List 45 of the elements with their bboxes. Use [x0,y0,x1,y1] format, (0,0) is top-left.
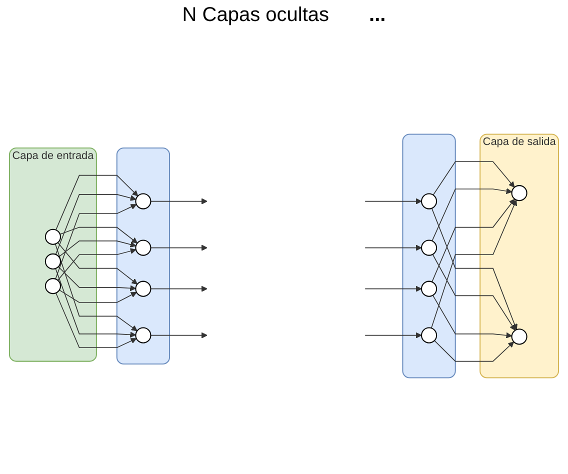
arrow [55,268,136,338]
node-circle [44,253,61,270]
node-circle [44,228,61,245]
arrow [364,244,422,251]
node-circle [511,185,528,202]
cluster [402,134,456,378]
node-circle [135,327,152,344]
arrow [57,248,136,281]
cluster: Capa de entrada [8,147,97,362]
group-label: N Capas ocultas [182,4,330,27]
node-circle [421,280,438,297]
arrow [58,240,136,258]
arrow [56,174,138,230]
arrow [55,194,136,255]
node-circle [135,193,152,210]
arrow [150,286,208,292]
arrow [434,340,514,362]
arrow [150,332,208,338]
arrow [432,294,512,338]
arrow [60,226,138,244]
arrow [58,290,137,303]
arrow [54,244,138,332]
node-circle [135,240,152,256]
arrow [150,198,208,204]
cluster: Capa de salida [480,134,560,378]
node-circle [135,280,152,297]
arrow [432,198,515,282]
arrow [56,292,137,348]
arrow [58,266,136,292]
arrow [432,188,512,242]
ellipsis-mark: ... [369,4,386,27]
arrow [55,204,137,280]
arrow [57,242,138,284]
node-circle [44,278,61,294]
node-circle [421,193,438,210]
node-circle [421,327,438,344]
arrow [364,332,422,338]
arrow [364,198,422,204]
arrow [150,244,208,251]
node-circle [511,328,528,345]
node-circle [421,240,438,256]
cluster [116,147,170,365]
arrow [364,286,422,292]
arrow [432,254,516,331]
arrow [432,161,515,196]
